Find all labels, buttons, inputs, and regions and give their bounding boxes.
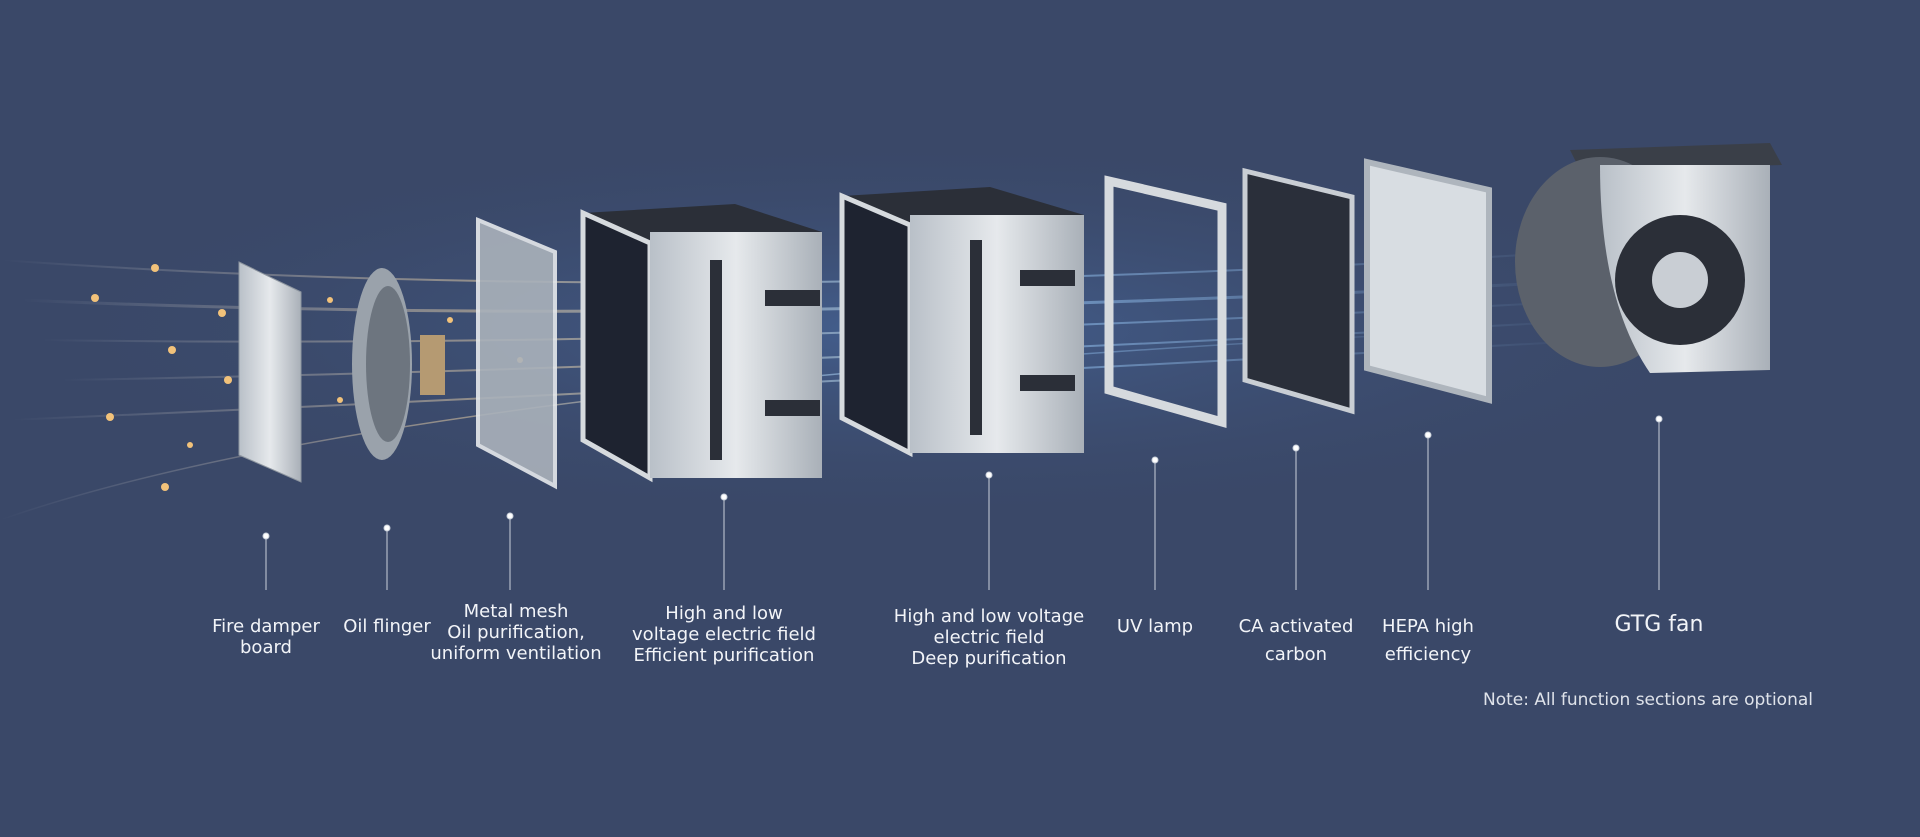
- hv-field-deep-image: [839, 187, 1084, 458]
- label-hepa: HEPA high efficiency: [1382, 616, 1474, 665]
- label-line: UV lamp: [1116, 616, 1194, 637]
- label-line: uniform ventilation: [430, 643, 602, 664]
- label-line: Metal mesh: [463, 601, 569, 622]
- label-line: Deep purification: [911, 648, 1067, 669]
- label-line: voltage electric field: [632, 624, 816, 645]
- metal-mesh-image: [476, 217, 557, 490]
- label-line: GTG fan: [1614, 612, 1704, 637]
- label-uv-lamp: UV lamp: [1117, 616, 1193, 637]
- label-ca-activated-carbon: CA activated carbon: [1239, 616, 1354, 665]
- hepa-image: [1364, 158, 1492, 404]
- label-line: High and low: [665, 603, 783, 624]
- label-oil-flinger: Oil flinger: [343, 616, 431, 637]
- oil-flinger-image: [352, 268, 445, 460]
- label-line: electric field: [933, 627, 1045, 648]
- label-line: efficiency: [1384, 644, 1472, 665]
- label-gtg-fan: GTG fan: [1614, 612, 1704, 637]
- ca-activated-carbon-image: [1242, 167, 1355, 415]
- hv-field-efficient-image: [580, 204, 822, 483]
- leader-lines: [262, 415, 1663, 590]
- label-line: CA activated: [1238, 616, 1354, 637]
- uv-lamp-image: [1104, 175, 1227, 428]
- optional-note: Note: All function sections are optional: [1483, 690, 1813, 710]
- label-line: Efficient purification: [633, 645, 815, 666]
- gtg-fan-image: [1515, 143, 1782, 373]
- label-line: HEPA high: [1382, 616, 1474, 637]
- label-line: carbon: [1264, 644, 1328, 665]
- label-line: High and low voltage: [893, 606, 1085, 627]
- label-line: Fire damper: [212, 616, 320, 637]
- label-line: Oil flinger: [343, 616, 431, 637]
- label-line: Oil purification,: [447, 622, 585, 643]
- fire-damper-board-image: [238, 261, 302, 483]
- label-line: board: [240, 637, 292, 658]
